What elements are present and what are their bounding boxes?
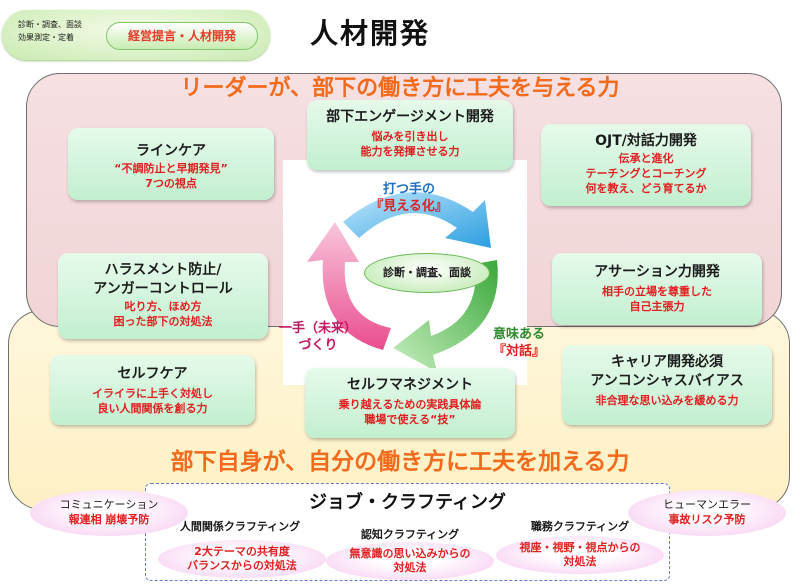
oval-communication-line2: 報連相 崩壊予防 xyxy=(68,513,150,526)
banner-top: リーダーが、部下の働き方に工夫を与える力 xyxy=(180,76,620,101)
card-ojt: OJT/対話力開発 伝承と進化 テーチングとコーチング 何を教え、どう育てるか xyxy=(541,124,751,206)
jc-oval-relationship-line2: バランスからの対処法 xyxy=(187,559,297,572)
card-assertion-line1: 相手の立場を尊重した xyxy=(602,285,712,298)
cycle-label-dialogue: 意味ある 『対話』 xyxy=(474,326,564,360)
banner-bottom: 部下自身が、自分の働き方に工夫を加える力 xyxy=(170,449,630,475)
jc-oval-cognitive-line2: 対処法 xyxy=(393,561,427,574)
card-harassment: ハラスメント防止/ アンガーコントロール 叱り方、ほめ方 困った部下の対処法 xyxy=(58,253,268,339)
card-assertion: アサーション力開発 相手の立場を尊重した 自己主張力 xyxy=(552,253,762,325)
legend-line-1: 診断・調査、面談 xyxy=(18,20,82,29)
blue-arrow xyxy=(343,192,491,248)
card-selfmanagement-line1: 乗り越えるための実践具体論 xyxy=(338,398,482,411)
card-engagement-line2: 能力を発揮させる力 xyxy=(360,145,460,158)
green-arrow xyxy=(393,260,498,372)
card-engagement-line1: 悩みを引き出し xyxy=(371,130,449,143)
card-selfcare-title: セルフケア xyxy=(117,366,188,382)
legend-badge: 経営提言・人材開発 xyxy=(106,22,258,50)
cycle-label-future: 一手（未来） づくり xyxy=(268,320,368,354)
card-career-title1: キャリア開発必須 xyxy=(611,354,723,370)
card-assertion-line2: 自己主張力 xyxy=(629,300,685,313)
jc-oval-task-line1: 視座・視野・視点からの xyxy=(519,541,641,554)
card-linecare-line1: “不調防止と早期発見” xyxy=(114,162,228,175)
jc-category-task: 職務クラフティング xyxy=(530,520,630,533)
cycle-label-visualize: 打つ手の 『見える化』 xyxy=(364,181,454,215)
cycle-label-dialogue-line2: 『対話』 xyxy=(492,344,545,359)
oval-human-error-line2: 事故リスク予防 xyxy=(668,513,746,526)
card-career-title2: アンコンシャスバイアス xyxy=(590,373,744,389)
card-career: キャリア開発必須 アンコンシャスバイアス 非合理な思い込みを緩める力 xyxy=(562,345,772,425)
card-ojt-title: OJT/対話力開発 xyxy=(595,133,697,149)
card-linecare-line2: 7つの視点 xyxy=(145,177,197,190)
page-title: 人材開発 xyxy=(310,17,431,50)
card-ojt-line2: テーチングとコーチング xyxy=(585,167,707,180)
cycle-label-future-line1: 一手（未来） xyxy=(278,321,357,336)
oval-human-error-line1: ヒューマンエラー xyxy=(663,498,751,511)
card-assertion-title: アサーション力開発 xyxy=(594,264,720,280)
jc-oval-task-line2: 対処法 xyxy=(563,555,597,568)
jc-category-cognitive: 認知クラフティング xyxy=(360,528,460,541)
card-linecare-title: ラインケア xyxy=(136,143,206,159)
cycle-label-visualize-line2: 『見える化』 xyxy=(370,199,448,214)
pink-arrow xyxy=(307,222,391,350)
legend-text: 診断・調査、面談 効果測定・定着 xyxy=(18,18,82,44)
cycle-label-dialogue-line1: 意味ある xyxy=(492,327,545,342)
card-selfmanagement: セルフマネジメント 乗り越えるための実践具体論 職場で使える“技” xyxy=(305,368,515,438)
jc-category-relationship: 人間関係クラフティング xyxy=(179,520,301,533)
card-selfmanagement-line2: 職場で使える“技” xyxy=(364,413,456,426)
oval-communication-line1: コミュニケーション xyxy=(59,498,159,511)
card-harassment-line1: 叱り方、ほめ方 xyxy=(124,300,202,313)
jc-oval-cognitive: 無意識の思い込みからの 対処法 xyxy=(326,542,494,580)
cycle-label-future-line2: づくり xyxy=(298,338,338,353)
card-selfmanagement-title: セルフマネジメント xyxy=(347,377,473,393)
jc-oval-task: 視座・視野・視点からの 対処法 xyxy=(496,536,664,574)
cycle-label-visualize-line1: 打つ手の xyxy=(382,182,435,197)
jc-oval-relationship: 2大テーマの共有度 バランスからの対処法 xyxy=(158,540,326,578)
oval-communication: コミュニケーション 報連相 崩壊予防 xyxy=(30,490,188,536)
card-selfcare-line2: 良い人間関係を創る力 xyxy=(97,402,208,415)
oval-human-error: ヒューマンエラー 事故リスク予防 xyxy=(628,490,786,536)
card-harassment-title1: ハラスメント防止/ xyxy=(104,262,222,278)
legend-line-2: 効果測定・定着 xyxy=(18,33,74,42)
card-engagement: 部下エンゲージメント開発 悩みを引き出し 能力を発揮させる力 xyxy=(307,100,513,170)
card-ojt-line3: 何を教え、どう育てるか xyxy=(585,182,707,195)
card-harassment-title2: アンガーコントロール xyxy=(93,281,233,297)
card-selfcare-line1: イライラに上手く対処し xyxy=(92,387,213,400)
cycle-arrows xyxy=(307,192,498,372)
card-harassment-line2: 困った部下の対処法 xyxy=(113,315,213,328)
jc-oval-relationship-line1: 2大テーマの共有度 xyxy=(194,545,290,558)
center-oval: 診断・調査、面談 xyxy=(364,253,490,293)
card-linecare: ラインケア “不調防止と早期発見” 7つの視点 xyxy=(68,128,274,200)
card-ojt-line1: 伝承と進化 xyxy=(618,152,674,165)
card-selfcare: セルフケア イライラに上手く対処し 良い人間関係を創る力 xyxy=(50,355,255,425)
card-career-line1: 非合理な思い込みを緩める力 xyxy=(595,394,739,407)
job-crafting-title: ジョブ・クラフティング xyxy=(309,492,506,513)
jc-oval-cognitive-line1: 無意識の思い込みからの xyxy=(349,547,471,560)
card-engagement-title: 部下エンゲージメント開発 xyxy=(326,109,494,125)
